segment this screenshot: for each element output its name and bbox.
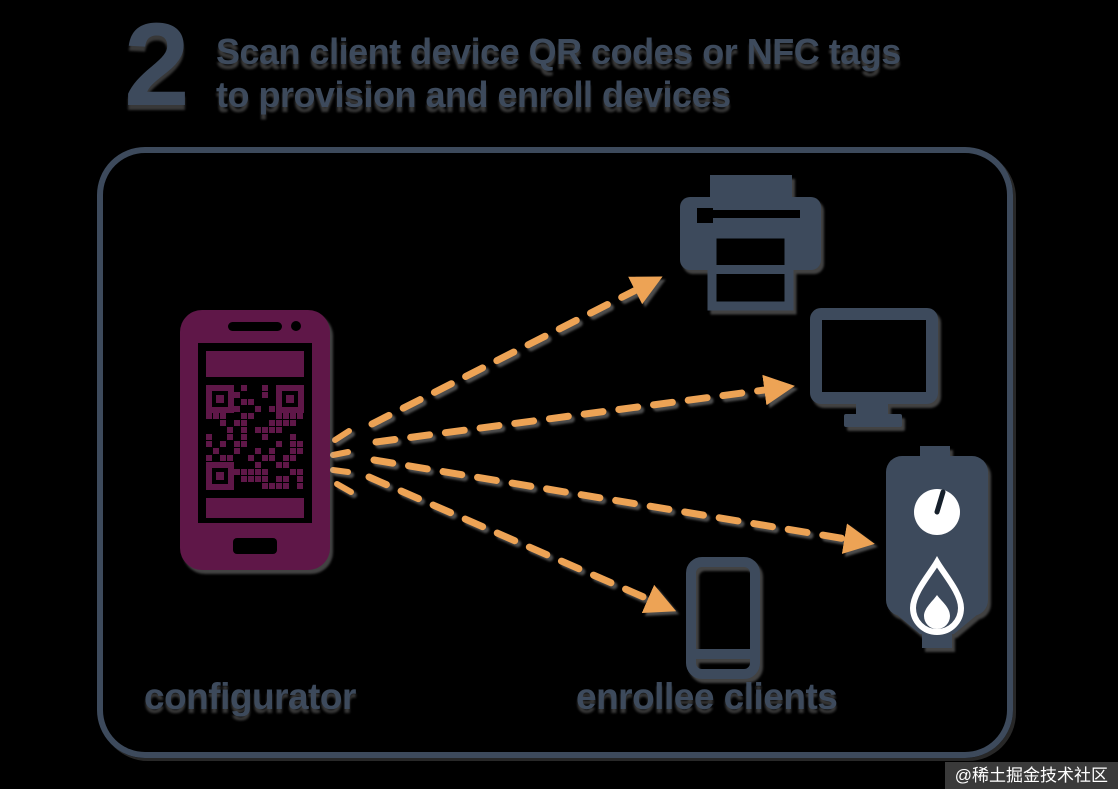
screen-header-bar: [206, 351, 304, 377]
diagram-panel: [97, 147, 1013, 758]
enrollee-phone-icon: [686, 557, 760, 679]
desktop-computer-icon: [810, 308, 938, 427]
phone-home-button: [233, 538, 277, 554]
qr-code: [206, 385, 304, 490]
flame-icon: [909, 556, 965, 635]
arrow-to-enrollee-phone: [365, 473, 677, 614]
phone-camera: [291, 321, 301, 331]
page-title: Scan client device QR codes or NFC tags …: [216, 30, 901, 116]
watermark: @稀土掘金技术社区: [944, 762, 1118, 789]
printer-icon: [680, 175, 821, 311]
configurator-phone-icon: [180, 310, 330, 570]
scan-burst-icon: [330, 428, 354, 495]
water-heater-icon: [886, 446, 988, 648]
arrow-to-printer: [368, 276, 663, 428]
step-number: 2: [124, 0, 190, 131]
arrow-to-computer: [372, 374, 795, 446]
screen-footer-bar: [206, 498, 304, 518]
title-line-1: Scan client device QR codes or NFC tags: [216, 31, 901, 72]
enrollee-clients-label: enrollee clients: [576, 676, 838, 717]
phone-speaker: [228, 322, 282, 331]
title-line-2: to provision and enroll devices: [216, 74, 731, 115]
configurator-label: configurator: [144, 676, 356, 717]
arrow-to-water-heater: [370, 456, 875, 554]
